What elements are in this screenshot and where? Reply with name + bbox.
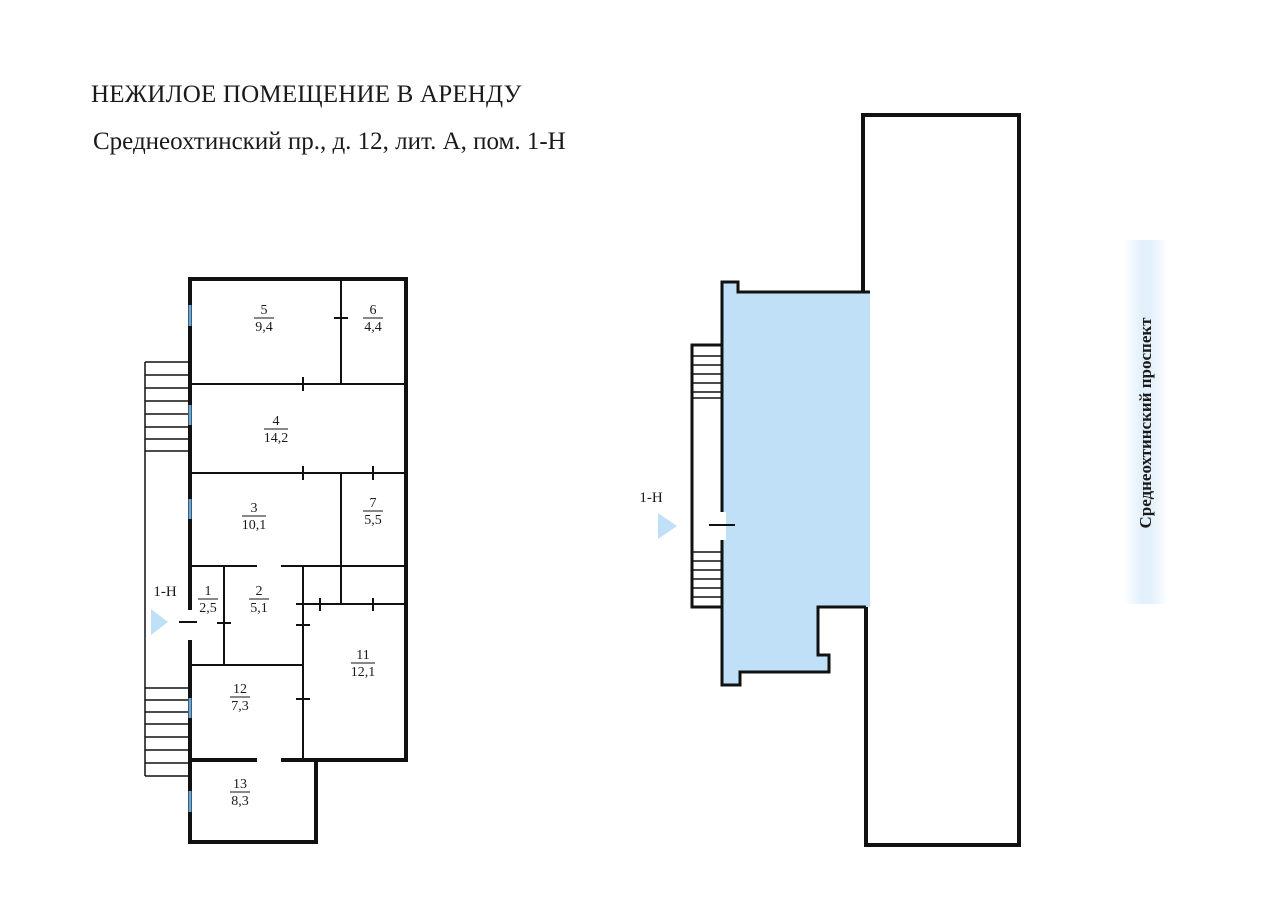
room-number: 13 [233, 777, 247, 792]
room-number: 5 [261, 303, 268, 318]
inner-walls [190, 279, 406, 762]
room-number: 12 [233, 682, 247, 697]
stairs-lower [144, 687, 190, 777]
room-area: 14,2 [264, 431, 289, 446]
room-13: 13 8,3 [230, 777, 250, 809]
street-label: Среднеохтинский проспект [1136, 317, 1155, 529]
floor-plan: 1-Н 5 9,4 6 4,4 4 14,2 3 10,1 7 5,5 1 [144, 277, 408, 844]
room-area: 4,4 [364, 320, 382, 335]
room-12: 12 7,3 [230, 682, 250, 714]
entrance-label: 1-Н [153, 584, 176, 600]
site-stairs [690, 343, 722, 609]
room-area: 5,5 [364, 513, 382, 528]
room-number: 7 [370, 496, 377, 511]
address-subtitle: Среднеохтинский пр., д. 12, лит. А, пом.… [93, 128, 566, 155]
site-entrance-arrow [658, 513, 677, 539]
outer-walls [188, 277, 408, 844]
room-number: 11 [356, 648, 369, 663]
room-area: 5,1 [250, 601, 268, 616]
room-5: 5 9,4 [254, 303, 274, 335]
room-number: 4 [273, 414, 280, 429]
site-entrance-label: 1-Н [639, 490, 662, 506]
building-outline [861, 113, 1021, 847]
entrance-arrow [151, 609, 168, 635]
room-11: 11 12,1 [351, 648, 376, 680]
entrance-gap [186, 610, 194, 640]
room-4: 4 14,2 [264, 414, 289, 446]
site-plan: 1-Н [639, 113, 1021, 847]
room-number: 2 [256, 584, 263, 599]
room-1: 1 2,5 [198, 584, 218, 616]
stairs-upper [144, 361, 190, 688]
street-band [1124, 240, 1168, 604]
premises-highlight [722, 282, 870, 685]
door-marks [217, 317, 374, 700]
room-7: 7 5,5 [363, 496, 383, 528]
room-area: 9,4 [255, 320, 273, 335]
premises-outline [720, 280, 870, 687]
room-area: 2,5 [199, 601, 217, 616]
page-title: НЕЖИЛОЕ ПОМЕЩЕНИЕ В АРЕНДУ [91, 81, 522, 108]
room-6: 6 4,4 [363, 303, 383, 335]
room-number: 6 [370, 303, 377, 318]
room-number: 1 [205, 584, 212, 599]
room-area: 12,1 [351, 665, 376, 680]
room-area: 10,1 [242, 518, 267, 533]
room-area: 8,3 [231, 794, 249, 809]
room-2: 2 5,1 [249, 584, 269, 616]
room-area: 7,3 [231, 699, 249, 714]
room-3: 3 10,1 [242, 501, 267, 533]
room-number: 3 [251, 501, 258, 516]
